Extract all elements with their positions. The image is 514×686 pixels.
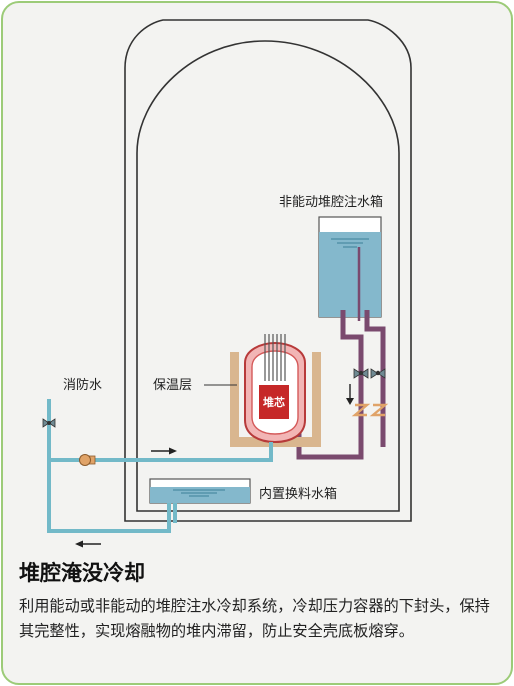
reactor-core xyxy=(259,385,289,419)
card-title: 堆腔淹没冷却 xyxy=(19,561,145,585)
insulation-label: 保温层 xyxy=(153,378,192,393)
irwst-label: 内置换料水箱 xyxy=(259,486,337,502)
tank-label: 非能动堆腔注水箱 xyxy=(279,194,383,210)
core-label: 堆芯 xyxy=(263,395,285,409)
containment-outer-wall xyxy=(124,19,412,522)
orifice-icon xyxy=(351,403,389,417)
passive-injection-tank xyxy=(318,216,382,318)
fire-water-valve-icon xyxy=(42,418,56,428)
injection-piping xyxy=(296,310,386,460)
flow-right-arrow-icon xyxy=(151,447,177,455)
card-description: 利用能动或非能动的堆腔注水冷却系统，冷却压力容器的下封头，保持其完整性，实现熔融… xyxy=(19,597,490,640)
containment-inner-wall xyxy=(136,40,400,512)
fire-water-label: 消防水 xyxy=(63,377,102,393)
flow-left-arrow-icon xyxy=(75,540,101,548)
pump-icon xyxy=(79,454,96,466)
injection-valve-icon xyxy=(370,368,386,379)
control-rods xyxy=(264,334,286,381)
injection-valve-icon xyxy=(353,368,369,379)
containment-cooling-diagram: 非能动堆腔注水箱 保温层 xyxy=(42,19,412,548)
insulation-layer xyxy=(230,352,321,447)
flow-down-arrow-icon xyxy=(346,384,354,405)
irwst-tank xyxy=(149,478,251,504)
